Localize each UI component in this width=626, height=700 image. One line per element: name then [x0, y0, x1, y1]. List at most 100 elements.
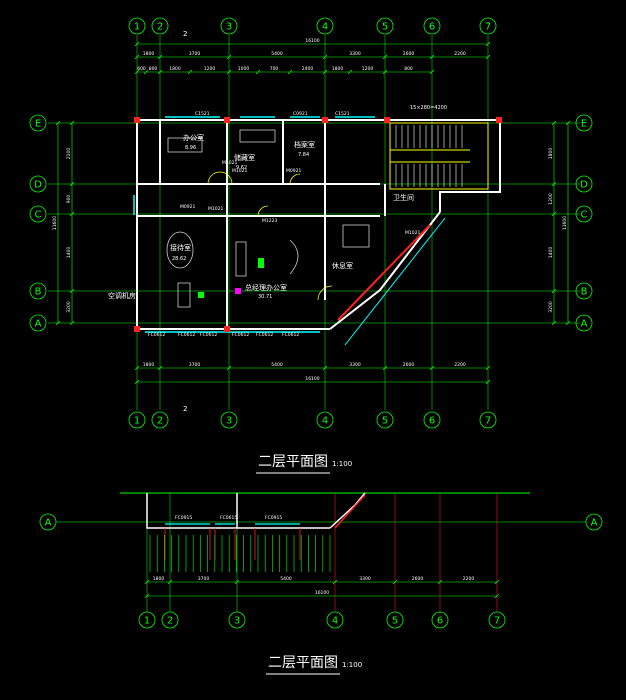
grid-bubble: [316, 411, 334, 429]
door-swing: [289, 173, 301, 185]
staircase: [389, 122, 489, 190]
room-area-manager: 30.71: [258, 294, 272, 300]
dim-tick: [332, 579, 338, 585]
doors: [207, 171, 333, 301]
lower-plan: FC0915 FC0615 FC0915: [56, 492, 586, 572]
grid-bubble: [29, 114, 47, 132]
lower-railing: [334, 494, 366, 529]
callout-top: 2: [183, 30, 187, 38]
door-code: M0921: [286, 168, 301, 174]
title-main: 二层平面图: [258, 454, 328, 470]
grid-bubble: [29, 205, 47, 223]
column: [224, 117, 230, 123]
dim-tick: [485, 54, 491, 60]
dim-text: 800: [149, 66, 158, 72]
column: [496, 117, 502, 123]
dim-text: 11600: [52, 216, 58, 230]
grid-bubble: [138, 611, 156, 629]
dim-tick: [167, 579, 173, 585]
grid-bubble-label: E: [35, 119, 41, 130]
grid-bubble: [575, 282, 593, 300]
dim-text: 2100: [66, 148, 72, 160]
dim-tick: [347, 69, 353, 75]
room-label-lounge: 休息室: [332, 261, 353, 270]
grid-bubble: [151, 411, 169, 429]
sofa: [177, 282, 191, 308]
grid-bubble: [479, 17, 497, 35]
dim-text: 16100: [305, 376, 319, 382]
grid-bubble-label: A: [35, 319, 42, 330]
plant: [198, 292, 204, 298]
dim-tick: [157, 54, 163, 60]
grid-bubble-label: 7: [494, 616, 500, 627]
desk: [167, 137, 203, 153]
dim-text: 3200: [66, 301, 72, 313]
diagonal-wall: [329, 211, 441, 330]
dim-tick: [382, 365, 388, 371]
dim-tick: [134, 69, 140, 75]
grid-bubble-label: C: [35, 210, 42, 221]
grid-bubble-label: 1: [144, 616, 150, 627]
room-area-reception: 28.62: [172, 256, 186, 262]
dim-tick: [322, 54, 328, 60]
grid-bubble-label: 3: [226, 416, 232, 427]
dim-text: 16100: [305, 38, 319, 44]
window-code: FC0612: [256, 332, 273, 338]
columns: [134, 117, 502, 332]
column: [134, 117, 140, 123]
dim-tick: [157, 365, 163, 371]
grid-bubble-label: 2: [167, 616, 173, 627]
dim-text: 3700: [189, 51, 201, 57]
dim-tick: [551, 288, 557, 294]
grid-bubble: [423, 411, 441, 429]
windows: [133, 116, 375, 333]
grid-bubble-label: 4: [322, 22, 328, 33]
dim-tick: [226, 365, 232, 371]
dim-text: 1400: [548, 247, 554, 259]
dim-text: 1200: [548, 193, 554, 205]
dim-text: 1800: [153, 576, 165, 582]
dim-text: 700: [270, 66, 279, 72]
dim-tick: [287, 69, 293, 75]
dim-tick: [382, 54, 388, 60]
diagonal-outer: [344, 217, 446, 346]
dim-tick: [226, 69, 232, 75]
stair-treads: [395, 125, 463, 187]
room-area-office: 8.96: [185, 145, 196, 151]
bed: [342, 224, 370, 248]
grid-bubble-label: 2: [157, 416, 163, 427]
dim-text: 1800: [143, 362, 155, 368]
dim-text: 5400: [271, 51, 283, 57]
dim-text: 3300: [359, 576, 371, 582]
grid-bubble-label: 6: [437, 616, 443, 627]
outer-diagonal: [344, 217, 446, 346]
dim-text: 1800: [169, 66, 181, 72]
dim-tick: [322, 69, 328, 75]
dim-tick: [551, 320, 557, 326]
dim-tick: [134, 41, 140, 47]
plant-2: [258, 258, 264, 268]
door-code: M0921: [180, 204, 195, 210]
grid-bubble: [376, 17, 394, 35]
dim-text: 2200: [463, 576, 475, 582]
dim-tick: [69, 211, 75, 217]
grid-bubble-label: 6: [429, 22, 435, 33]
dim-tick: [392, 579, 398, 585]
window-code: C1521: [335, 111, 350, 117]
grid-bubble: [128, 411, 146, 429]
room-label-storage: 储藏室: [234, 153, 255, 162]
dim-text: 1200: [204, 66, 216, 72]
dim-tick: [134, 365, 140, 371]
title-main-scale: 1:100: [332, 460, 352, 468]
window-code: C1521: [195, 111, 210, 117]
grid-bubble-label: D: [580, 180, 588, 191]
dim-tick: [565, 320, 571, 326]
grid-bubble: [29, 282, 47, 300]
dim-text: 3200: [548, 301, 554, 313]
dim-tick: [69, 120, 75, 126]
dim-tick: [485, 365, 491, 371]
grid-bubble: [29, 175, 47, 193]
door-code: M1021: [222, 160, 237, 166]
dim-text: 1000: [238, 66, 250, 72]
